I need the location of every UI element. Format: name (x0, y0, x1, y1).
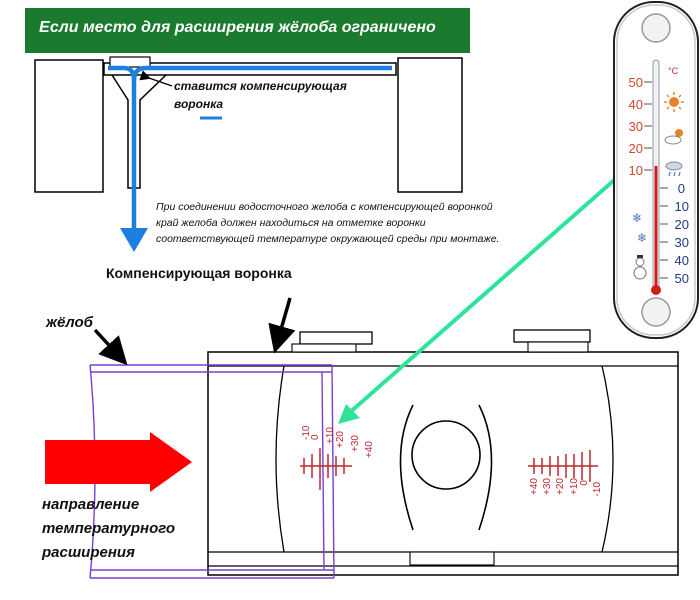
svg-text:-10: -10 (301, 425, 312, 440)
svg-text:50: 50 (675, 271, 689, 286)
thermometer-pointer (346, 166, 630, 416)
svg-text:20: 20 (629, 141, 643, 156)
svg-text:+40: +40 (529, 478, 540, 495)
svg-text:40: 40 (629, 97, 643, 112)
funnel-label: Компенсирующая воронка (106, 265, 292, 281)
gutter-pointer-arrow (93, 328, 128, 366)
svg-text:+40: +40 (364, 441, 375, 458)
title-banner: Если место для расширения жёлоба огранич… (25, 8, 470, 53)
left-scale-ticks (300, 448, 352, 490)
funnel-assembly (207, 329, 679, 576)
partly-cloudy-icon (664, 129, 683, 145)
funnel-note-line-1: ставится компенсирующая (174, 79, 347, 93)
svg-text:10: 10 (675, 199, 689, 214)
svg-text:30: 30 (675, 235, 689, 250)
note-pointer (139, 70, 173, 87)
top-tab-left (299, 331, 373, 345)
svg-text:+10: +10 (325, 427, 336, 444)
svg-text:0: 0 (678, 181, 685, 196)
funnel-note-line-2: воронка (174, 97, 224, 111)
svg-text:20: 20 (675, 217, 689, 232)
funnel-pointer-arrow (268, 297, 296, 354)
rain-cloud-icon (665, 161, 683, 177)
mount-hole-top (641, 13, 671, 43)
outlet-opening (411, 420, 481, 490)
svg-text:+30: +30 (350, 435, 361, 452)
body-note-line-1: При соединении водосточного желоба с ком… (156, 201, 493, 213)
top-tab-right (513, 329, 591, 343)
svg-text:+30: +30 (542, 478, 553, 495)
direction-label-line-1: направление (42, 496, 140, 513)
snowman-icon (633, 255, 647, 280)
direction-label-line-3: расширения (42, 544, 135, 561)
thermometer: °C 50 40 30 20 10 0 10 20 30 40 50 (613, 1, 699, 339)
right-scale-labels: +40 +30 +20 +10 0 -10 (529, 478, 603, 497)
svg-text:+20: +20 (555, 478, 566, 495)
svg-text:+10: +10 (569, 478, 580, 495)
direction-label-line-2: температурного (42, 520, 176, 537)
svg-text:10: 10 (629, 163, 643, 178)
gutter-outline (89, 364, 335, 579)
funnel-body (111, 74, 167, 189)
top-schematic (34, 56, 463, 252)
gutter-label: жёлоб (46, 314, 93, 331)
svg-text:-10: -10 (592, 482, 603, 497)
expansion-arrow (45, 432, 192, 492)
svg-text:0: 0 (310, 434, 321, 440)
mount-hole-bottom (641, 297, 671, 327)
svg-text:0: 0 (579, 480, 590, 486)
bottom-tab (409, 551, 495, 566)
right-wall (397, 57, 463, 193)
sun-icon (664, 92, 684, 112)
snowflake-icon: ❄ (637, 231, 647, 245)
left-scale-labels: -10 0 +10 +20 +30 +40 (301, 425, 375, 458)
flow-arrow-down (120, 228, 148, 252)
body-note-line-2: край желоба должен находиться на отметке… (156, 217, 426, 229)
snowflake-icon: ❄ (632, 211, 642, 225)
svg-text:30: 30 (629, 119, 643, 134)
funnel-cap (109, 56, 151, 68)
svg-text:+20: +20 (335, 431, 346, 448)
thermometer-unit: °C (668, 66, 679, 76)
body-note-line-3: соответствующей температуре окружающей с… (156, 233, 500, 245)
left-wall (34, 59, 104, 193)
svg-text:40: 40 (675, 253, 689, 268)
right-scale-ticks (528, 450, 598, 482)
svg-text:50: 50 (629, 75, 643, 90)
